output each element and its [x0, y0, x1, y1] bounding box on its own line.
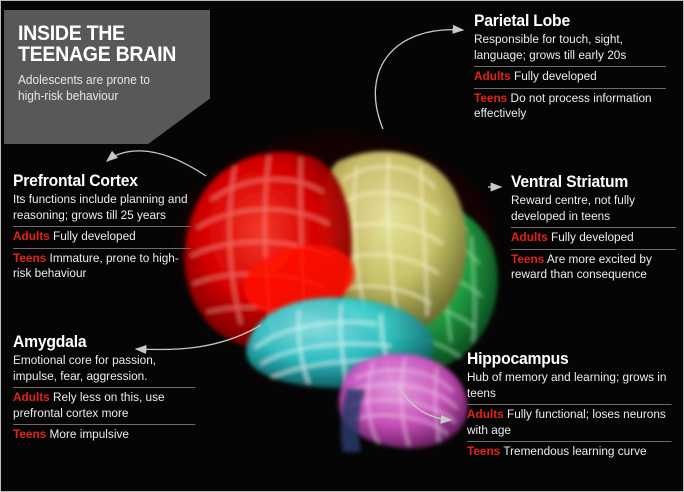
callout-description: Reward centre, not fully developed in te…	[511, 193, 636, 223]
callout-title: Prefrontal Cortex	[13, 172, 138, 190]
adults-label: Adults	[467, 407, 504, 421]
brain-region-temporal-cyan	[246, 297, 434, 389]
brain-glow	[176, 134, 496, 358]
page-title: INSIDE THE TEENAGE BRAIN	[18, 23, 184, 65]
callout-row-adults: Adults Fully functional; loses neurons w…	[467, 404, 672, 438]
callout-row-teens: Teens Tremendous learning curve	[467, 441, 672, 460]
teens-label: Teens	[511, 251, 545, 266]
callout-parietal-lobe: Parietal Lobe Responsible for touch, sig…	[474, 12, 674, 122]
teens-label: Teens	[467, 444, 501, 458]
callout-row-teens: Teens Immature, prone to high-risk behav…	[13, 247, 191, 282]
teens-label: Teens	[13, 427, 47, 441]
teens-label: Teens	[13, 250, 47, 265]
page-subtitle-line1: Adolescents are prone to	[18, 73, 151, 87]
teens-value: More impulsive	[49, 427, 129, 441]
callout-hippocampus: Hippocampus Hub of memory and learning; …	[467, 350, 680, 460]
callout-title: Parietal Lobe	[474, 12, 570, 30]
teens-value: Tremendous learning curve	[503, 444, 647, 458]
callout-description: Hub of memory and learning; grows in tee…	[467, 370, 667, 400]
callout-row-teens: Teens More impulsive	[13, 424, 196, 443]
callout-row-adults: Adults Rely less on this, use prefrontal…	[13, 387, 196, 421]
callout-ventral-striatum: Ventral Striatum Reward centre, not full…	[511, 173, 683, 283]
adults-value: Fully functional; loses neurons with age	[467, 407, 666, 437]
adults-value: Fully developed	[514, 69, 597, 83]
page-title-line1: INSIDE THE	[18, 22, 125, 45]
adults-value: Fully developed	[53, 229, 136, 243]
adults-label: Adults	[511, 230, 548, 244]
adults-value: Fully developed	[551, 230, 634, 244]
brain-highlight-red	[243, 244, 355, 316]
teens-value: Immature, prone to high-risk behaviour	[13, 250, 179, 281]
page-subtitle: Adolescents are prone to high-risk behav…	[18, 72, 187, 104]
callout-row-teens: Teens Are more excited by reward than co…	[511, 248, 677, 283]
brain-stem	[340, 388, 365, 452]
callout-description: Its functions include planning and reaso…	[13, 192, 188, 222]
adults-value: Rely less on this, use prefrontal cortex…	[13, 390, 165, 420]
page-subtitle-line2: high-risk behaviour	[18, 89, 119, 103]
callout-title: Ventral Striatum	[511, 173, 629, 191]
callout-title: Amygdala	[13, 333, 87, 351]
callout-amygdala: Amygdala Emotional core for passion, imp…	[13, 333, 203, 443]
arrow-to-parietal	[374, 24, 465, 130]
adults-label: Adults	[474, 69, 511, 83]
callout-row-adults: Adults Fully developed	[474, 66, 666, 85]
teens-value: Do not process information effectively	[474, 90, 652, 121]
callout-row-teens: Teens Do not process information effecti…	[474, 87, 666, 122]
adults-label: Adults	[13, 390, 50, 404]
brain-region-parietal-yellow	[319, 151, 467, 335]
callout-description: Responsible for touch, sight, language; …	[474, 32, 627, 62]
brain-region-frontal-red	[184, 152, 355, 350]
arrow-to-hippocampus	[398, 386, 453, 424]
brain-region-occipital-green	[367, 201, 498, 371]
teens-value: Are more excited by reward than conseque…	[511, 251, 652, 282]
adults-label: Adults	[13, 229, 50, 243]
callout-row-adults: Adults Fully developed	[511, 227, 677, 246]
callout-title: Hippocampus	[467, 350, 569, 368]
callout-row-adults: Adults Fully developed	[13, 226, 191, 245]
teens-label: Teens	[474, 90, 508, 105]
callout-prefrontal-cortex: Prefrontal Cortex Its functions include …	[13, 172, 198, 282]
brain-region-cerebellum-magenta	[338, 353, 468, 449]
page-title-line2: TEENAGE BRAIN	[18, 43, 177, 66]
callout-description: Emotional core for passion, impulse, fea…	[13, 353, 157, 383]
header-banner: INSIDE THE TEENAGE BRAIN Adolescents are…	[4, 10, 210, 144]
